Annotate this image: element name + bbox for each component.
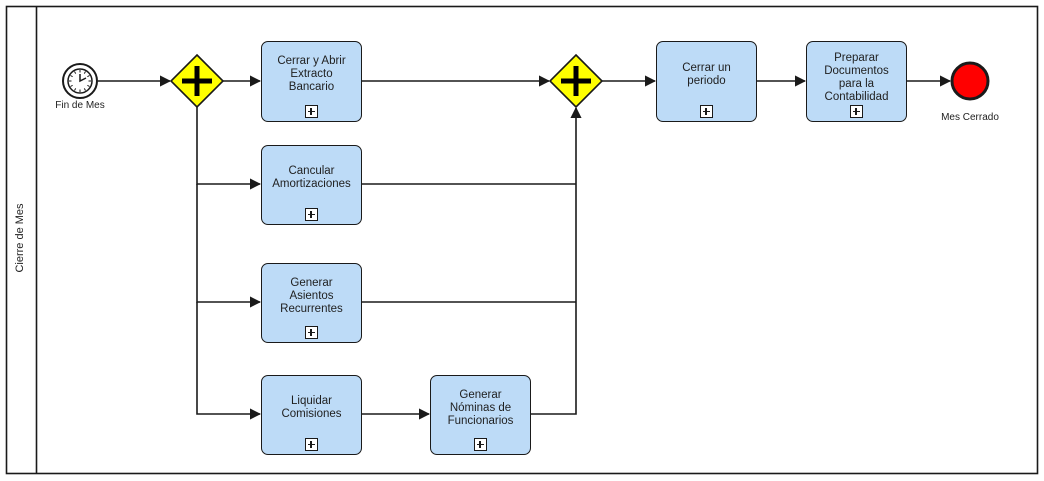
task-generar-nominas-funcionarios[interactable]: Generar Nóminas de Funcionarios xyxy=(430,375,531,455)
pool-frame xyxy=(5,5,1039,475)
subprocess-expand-icon[interactable] xyxy=(699,105,713,118)
task-preparar-documentos-contabilidad[interactable]: Preparar Documentos para la Contabilidad xyxy=(806,41,907,122)
flow-split-to-amortizaciones[interactable] xyxy=(196,107,262,190)
task-label: Cerrar y Abrir Extracto Bancario xyxy=(277,55,346,93)
task-label: Preparar Documentos para la Contabilidad xyxy=(824,51,889,103)
task-cerrar-un-periodo[interactable]: Cerrar un periodo xyxy=(656,41,757,122)
sequence-flows xyxy=(98,75,952,420)
task-label: Generar Nóminas de Funcionarios xyxy=(447,388,514,427)
flow-split-to-asientos[interactable] xyxy=(196,184,262,308)
end-event[interactable] xyxy=(950,61,990,101)
subprocess-expand-icon[interactable] xyxy=(304,326,318,339)
start-timer-event[interactable] xyxy=(62,63,98,99)
clock-icon xyxy=(67,68,93,94)
plus-icon xyxy=(182,66,212,96)
parallel-split-gateway[interactable] xyxy=(169,53,225,109)
flow-nominas-to-join[interactable] xyxy=(531,106,582,415)
task-label: Liquidar Comisiones xyxy=(281,395,342,420)
task-generar-asientos-recurrentes[interactable]: Generar Asientos Recurrentes xyxy=(261,263,362,343)
task-cerrar-abrir-extracto[interactable]: Cerrar y Abrir Extracto Bancario xyxy=(261,41,362,122)
task-label: Generar Asientos Recurrentes xyxy=(280,276,343,315)
subprocess-expand-icon[interactable] xyxy=(304,105,318,118)
task-label: Cerrar un periodo xyxy=(682,61,731,87)
parallel-join-gateway[interactable] xyxy=(548,53,604,109)
subprocess-expand-icon[interactable] xyxy=(849,105,863,118)
flow-split-to-comisiones[interactable] xyxy=(196,302,262,420)
task-cancular-amortizaciones[interactable]: Cancular Amortizaciones xyxy=(261,145,362,225)
plus-icon xyxy=(561,66,591,96)
subprocess-expand-icon[interactable] xyxy=(473,438,487,451)
task-liquidar-comisiones[interactable]: Liquidar Comisiones xyxy=(261,375,362,455)
task-label: Cancular Amortizaciones xyxy=(272,165,351,190)
subprocess-expand-icon[interactable] xyxy=(304,208,318,221)
subprocess-expand-icon[interactable] xyxy=(304,438,318,451)
